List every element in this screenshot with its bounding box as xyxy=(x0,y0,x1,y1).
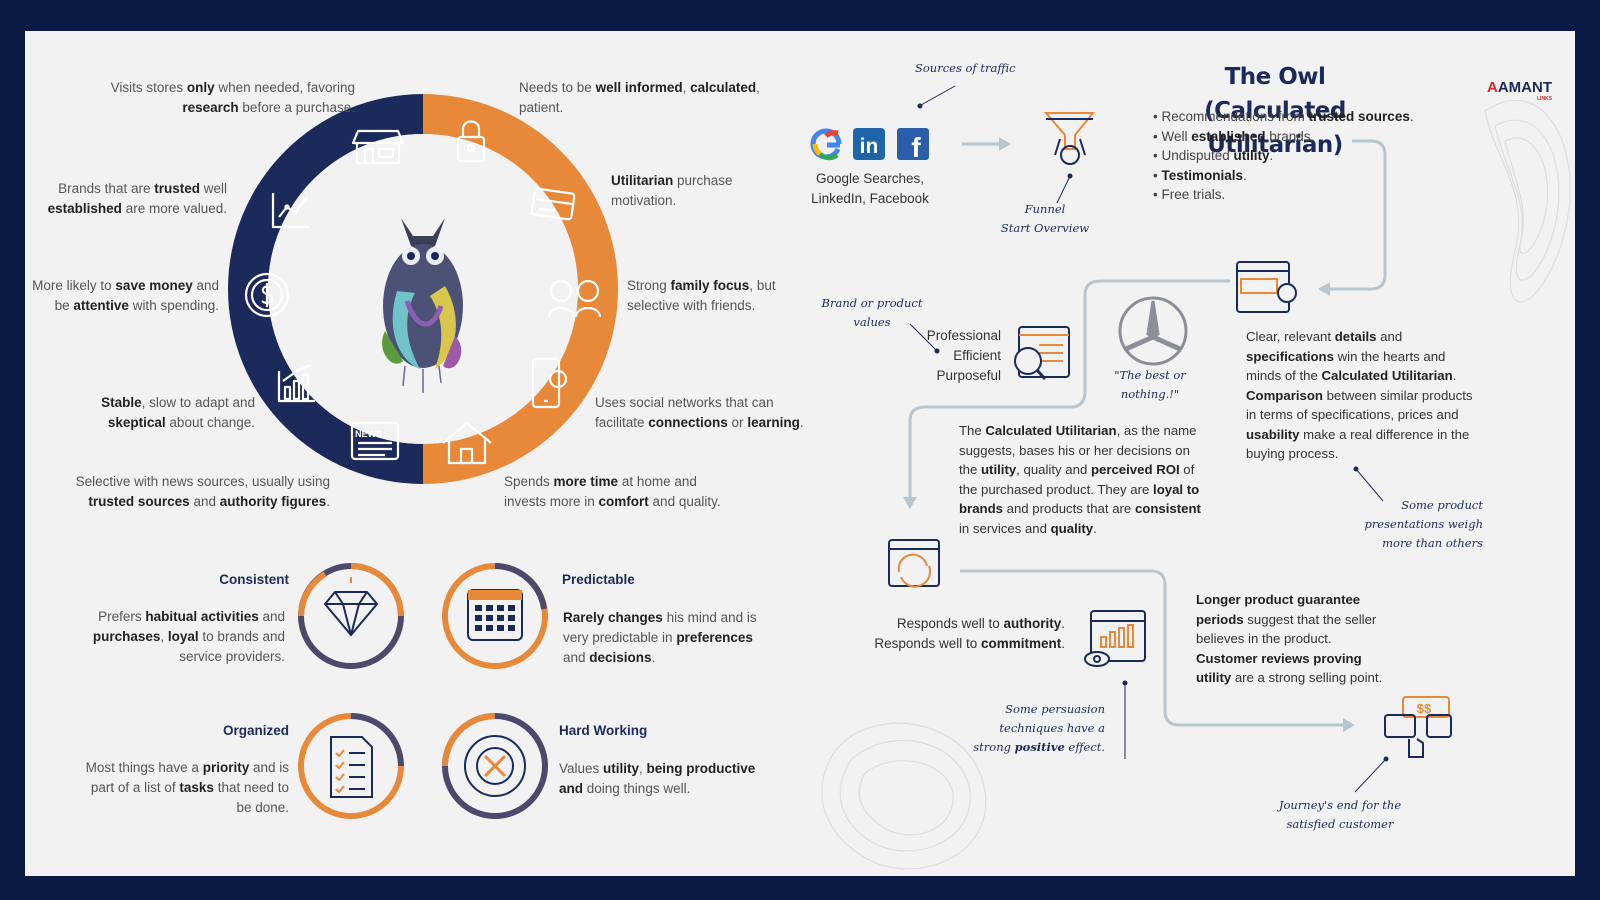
trait-text-hard-working: Values utility, being productive and doi… xyxy=(559,761,756,796)
graphics-layer: in f xyxy=(228,85,1571,870)
refresh-screen-icon xyxy=(888,539,940,588)
mercedes-logo-icon xyxy=(1118,296,1188,366)
checklist-icon xyxy=(330,736,373,798)
rating-screen-icon xyxy=(1236,261,1297,313)
ring-note-social: Uses social networks that can facilitate… xyxy=(595,395,804,430)
authority-text: Responds well to authority. Responds wel… xyxy=(874,616,1065,651)
dollar-coin-icon xyxy=(244,272,290,318)
family-icon xyxy=(547,279,602,318)
infographic-canvas: in f xyxy=(25,31,1575,876)
cart-purchase-icon: $$ xyxy=(1384,696,1452,758)
bullet-item: • Free trials. xyxy=(1153,187,1226,202)
google-icon xyxy=(810,128,842,161)
details-paragraph: Clear, relevant details and specificatio… xyxy=(1246,329,1473,461)
bar-chart-icon xyxy=(277,363,315,403)
trust-bullet-list: • Recommendations from trusted sources. … xyxy=(1153,107,1414,205)
facebook-icon: f xyxy=(897,128,929,163)
line-chart-icon xyxy=(271,193,310,229)
owl-illustration xyxy=(382,218,463,393)
ring-note-informed: Needs to be well informed, calculated, p… xyxy=(519,80,760,115)
ring-note-news: Selective with news sources, usually usi… xyxy=(75,474,330,509)
credit-card-icon xyxy=(530,187,576,221)
trait-title-hard-working: Hard Working xyxy=(559,723,648,738)
journey-connector xyxy=(903,137,1387,732)
bullet-item: • Well established brands. xyxy=(1153,128,1315,144)
funnel-icon xyxy=(1043,112,1096,165)
diamond-icon xyxy=(323,577,379,637)
newspaper-icon xyxy=(350,421,400,461)
ring-note-family: Strong family focus, but selective with … xyxy=(627,278,776,313)
svg-text:in: in xyxy=(860,135,879,158)
brand-logo: AAMANT LINKS xyxy=(1487,79,1552,102)
bullet-item: • Testimonials. xyxy=(1153,167,1247,183)
svg-text:f: f xyxy=(911,132,921,163)
calendar-icon xyxy=(467,589,523,641)
svg-text:$$: $$ xyxy=(1417,701,1432,716)
ring-left-half xyxy=(228,94,423,484)
lock-icon xyxy=(456,120,486,163)
bullet-item: • Recommendations from trusted sources. xyxy=(1153,109,1414,124)
news-label: NEWS xyxy=(355,429,382,439)
trait-text-organized: Most things have a priority and is part … xyxy=(85,760,289,815)
ring-note-money: More likely to save money and be attenti… xyxy=(32,278,219,313)
search-screen-icon xyxy=(1014,326,1070,380)
gear-tools-icon xyxy=(464,735,526,797)
store-icon xyxy=(351,129,405,165)
trait-title-organized: Organized xyxy=(222,723,289,738)
trait-circles xyxy=(298,563,548,819)
guarantee-paragraph: Longer product guarantee periods suggest… xyxy=(1196,592,1383,685)
trait-title-predictable: Predictable xyxy=(562,572,635,587)
ring-note-utilitarian: Utilitarian purchase motivation. xyxy=(611,173,733,208)
contour-decoration xyxy=(821,99,1571,870)
linkedin-icon: in xyxy=(853,128,885,160)
ring-right-half xyxy=(423,94,618,484)
analytics-eye-icon xyxy=(1084,610,1146,667)
sources-label: Google Searches,LinkedIn, Facebook xyxy=(811,171,929,206)
page-title: The Owl (Calculated Utilitarian) xyxy=(1204,64,1346,158)
calculated-utilitarian-paragraph: The Calculated Utilitarian, as the name … xyxy=(959,423,1201,536)
home-icon xyxy=(442,421,492,465)
note-pointers xyxy=(909,85,1389,793)
trait-title-consistent: Consistent xyxy=(219,572,289,587)
ring-note-home: Spends more time at home and invests mor… xyxy=(504,474,721,509)
phone-settings-icon xyxy=(531,357,568,409)
trait-text-consistent: Prefers habitual activities and purchase… xyxy=(92,609,285,664)
trait-text-predictable: Rarely changes his mind and is very pred… xyxy=(563,610,757,665)
bullet-item: • Undisputed utility. xyxy=(1153,148,1274,163)
ring-note-store: Visits stores only when needed, favoring… xyxy=(110,80,355,115)
note-sources-of-traffic: Sources of traffic xyxy=(915,61,1016,75)
